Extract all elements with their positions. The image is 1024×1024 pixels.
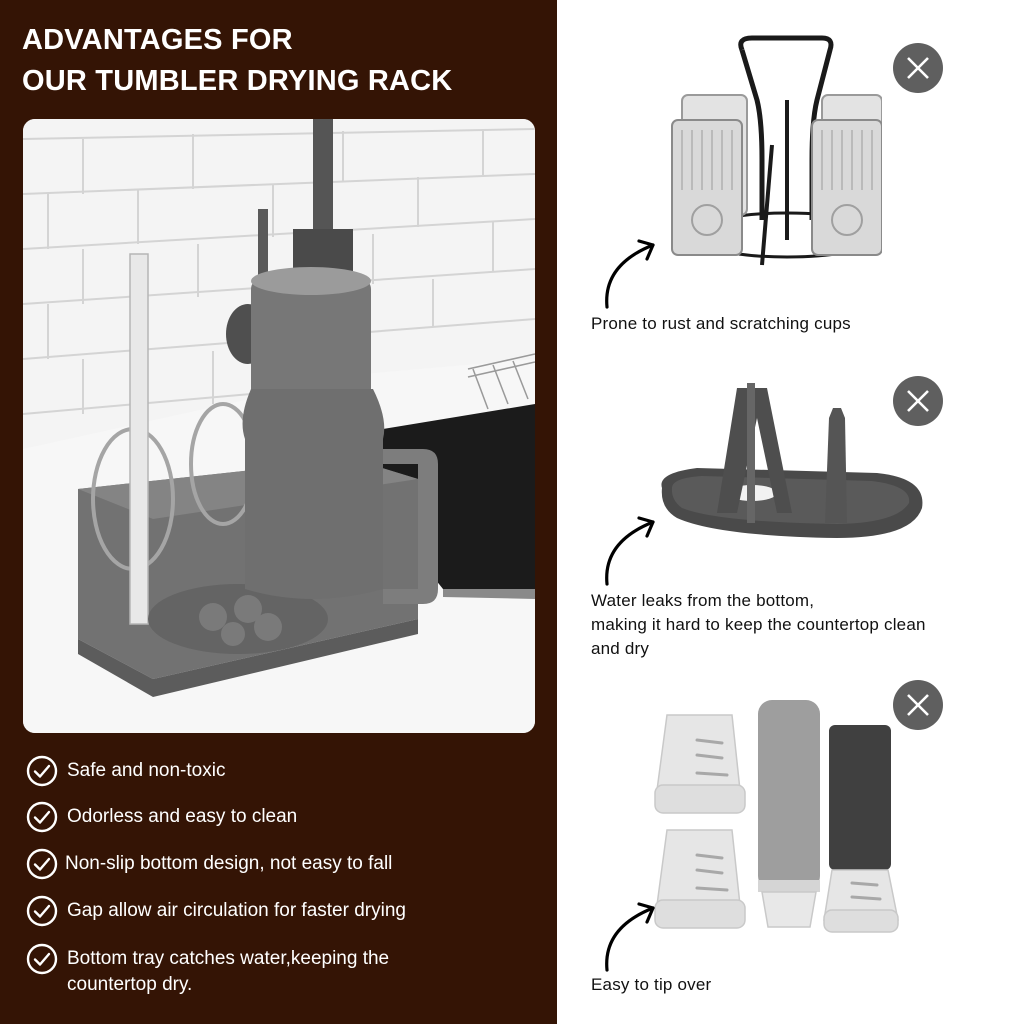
curved-arrow-icon	[605, 902, 655, 972]
benefit-text: Non-slip bottom design, not easy to fall	[65, 853, 393, 874]
benefit-text-line-2: countertop dry.	[67, 974, 193, 995]
x-circle-icon	[893, 43, 943, 93]
comparison-caption: Prone to rust and scratching cups	[591, 312, 851, 336]
caption-line-3: and dry	[591, 639, 650, 658]
headline: ADVANTAGES FOR OUR TUMBLER DRYING RACK	[22, 20, 452, 102]
curved-arrow-icon	[605, 239, 655, 309]
benefit-text: Bottom tray catches water,keeping the co…	[67, 946, 389, 998]
comparison-item-leak: Water leaks from the bottom, making it h…	[557, 0, 1024, 670]
x-circle-icon	[893, 680, 943, 730]
comparison-caption: Water leaks from the bottom, making it h…	[591, 589, 926, 661]
metal-cup-rack-image	[671, 35, 882, 266]
silicone-boot-stands-image	[654, 700, 899, 933]
product-photo	[23, 119, 535, 733]
benefit-item: Safe and non-toxic	[26, 755, 226, 787]
benefit-text: Safe and non-toxic	[67, 760, 226, 781]
headline-line-1: ADVANTAGES FOR	[22, 24, 293, 56]
caption-line-2: making it hard to keep the countertop cl…	[591, 615, 926, 634]
benefit-text: Gap allow air circulation for faster dry…	[67, 900, 406, 921]
caption-line-1: Easy to tip over	[591, 975, 712, 994]
headline-line-2: OUR TUMBLER DRYING RACK	[22, 65, 453, 97]
competitors-panel: Prone to rust and scratching cups Water …	[557, 0, 1024, 1024]
curved-arrow-icon	[605, 516, 655, 586]
product-photo-illustration	[23, 119, 535, 733]
benefit-item: Bottom tray catches water,keeping the co…	[26, 943, 389, 998]
x-circle-icon	[893, 376, 943, 426]
benefit-item: Odorless and easy to clean	[26, 801, 298, 833]
comparison-caption: Easy to tip over	[591, 973, 711, 997]
comparison-item-rust: Prone to rust and scratching cups	[557, 0, 1024, 350]
advantages-panel: ADVANTAGES FOR OUR TUMBLER DRYING RACK	[0, 0, 557, 1024]
comparison-item-tip: Easy to tip over	[557, 0, 1024, 1024]
check-circle-icon	[26, 848, 58, 880]
caption-line-1: Water leaks from the bottom,	[591, 591, 815, 610]
plastic-bottle-stand-image	[661, 383, 923, 538]
check-circle-icon	[26, 943, 58, 975]
check-circle-icon	[26, 895, 58, 927]
check-circle-icon	[26, 801, 58, 833]
caption-line-1: Prone to rust and scratching cups	[591, 314, 851, 333]
benefit-item: Non-slip bottom design, not easy to fall	[26, 848, 393, 880]
check-circle-icon	[26, 755, 58, 787]
benefit-item: Gap allow air circulation for faster dry…	[26, 895, 406, 927]
benefit-text-line-1: Bottom tray catches water,keeping the	[67, 948, 390, 969]
benefit-text: Odorless and easy to clean	[67, 806, 298, 827]
